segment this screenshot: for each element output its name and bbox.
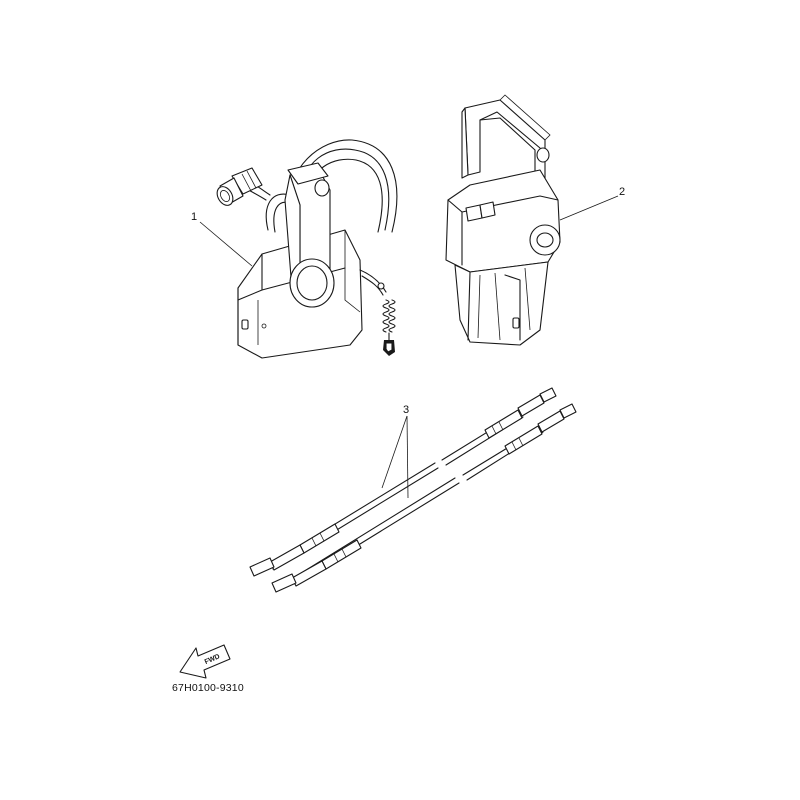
callout-3: 3 [403,404,409,416]
remote-control-box-top-mount [445,94,561,346]
control-cables [249,387,577,593]
diagram-code: 67H0100-9310 [172,682,244,694]
leader-lines [199,195,619,499]
remote-control-box-side-mount [216,139,398,359]
lanyard-coil [382,299,396,333]
forward-direction-arrow: FWD [179,644,231,679]
callout-2: 2 [619,186,625,198]
callout-1: 1 [191,211,197,223]
wiring-connector [216,167,263,206]
